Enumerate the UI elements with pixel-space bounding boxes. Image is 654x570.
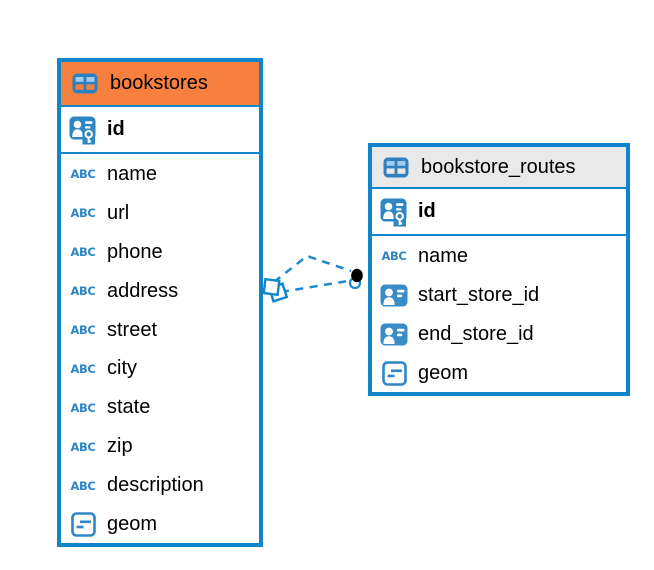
table-bookstore-routes[interactable]: bookstore_routes id ABC name bbox=[368, 143, 630, 396]
primary-key-icon bbox=[67, 115, 99, 145]
text-icon: ABC bbox=[70, 478, 96, 493]
table-header[interactable]: bookstore_routes bbox=[372, 147, 626, 189]
table-icon bbox=[69, 73, 101, 94]
column-row[interactable]: ABC url bbox=[61, 194, 259, 233]
column-name: address bbox=[107, 279, 179, 302]
text-icon: ABC bbox=[70, 167, 96, 182]
relationship-many-marker[interactable] bbox=[262, 277, 289, 303]
column-list: ABC name ABC url ABC phone ABC address A… bbox=[61, 154, 259, 544]
column-row[interactable]: ABC address bbox=[61, 272, 259, 311]
table-title: bookstores bbox=[110, 72, 208, 94]
column-row[interactable]: ABC street bbox=[61, 311, 259, 350]
column-name: geom bbox=[107, 512, 158, 535]
column-name: end_store_id bbox=[418, 322, 534, 345]
column-name: start_store_id bbox=[418, 283, 540, 306]
column-row[interactable]: start_store_id bbox=[372, 276, 626, 315]
table-header[interactable]: bookstores bbox=[61, 62, 259, 107]
text-icon: ABC bbox=[70, 361, 96, 376]
column-row[interactable]: ABC city bbox=[61, 349, 259, 388]
column-name: street bbox=[107, 318, 158, 341]
table-bookstores[interactable]: bookstores id ABC name ABC url bbox=[57, 58, 263, 547]
text-icon: ABC bbox=[70, 245, 96, 260]
column-name: description bbox=[107, 474, 204, 497]
text-icon: ABC bbox=[70, 439, 96, 454]
text-icon: ABC bbox=[70, 284, 96, 299]
column-row[interactable]: id bbox=[61, 107, 259, 154]
table-title: bookstore_routes bbox=[421, 155, 576, 178]
relationship-line[interactable] bbox=[280, 279, 349, 294]
text-icon: ABC bbox=[70, 206, 96, 221]
column-row[interactable]: geom bbox=[61, 505, 259, 544]
column-name: name bbox=[418, 244, 469, 267]
geometry-icon bbox=[378, 360, 410, 386]
column-row[interactable]: ABC name bbox=[372, 237, 626, 276]
text-icon: ABC bbox=[70, 400, 96, 415]
table-icon bbox=[380, 157, 412, 178]
column-list: ABC name start_store_id bbox=[372, 236, 626, 393]
column-row[interactable]: id bbox=[372, 189, 626, 236]
column-row[interactable]: ABC phone bbox=[61, 233, 259, 272]
column-name: zip bbox=[107, 435, 133, 458]
column-row[interactable]: ABC state bbox=[61, 388, 259, 427]
column-name: url bbox=[107, 201, 130, 224]
reference-icon bbox=[378, 284, 410, 307]
column-row[interactable]: ABC zip bbox=[61, 427, 259, 466]
geometry-icon bbox=[67, 512, 99, 537]
column-row[interactable]: ABC name bbox=[61, 155, 259, 194]
column-name: state bbox=[107, 396, 151, 419]
text-icon: ABC bbox=[70, 323, 96, 337]
column-name: geom bbox=[418, 361, 469, 384]
column-name: name bbox=[107, 162, 158, 185]
primary-key-icon bbox=[378, 197, 410, 227]
relationship-line[interactable] bbox=[273, 254, 352, 283]
reference-icon bbox=[378, 323, 410, 346]
column-name: id bbox=[418, 200, 436, 222]
text-icon: ABC bbox=[381, 249, 407, 264]
relationship-dot-marker[interactable] bbox=[348, 268, 363, 290]
column-row[interactable]: end_store_id bbox=[372, 315, 626, 354]
column-row[interactable]: geom bbox=[372, 354, 626, 393]
column-name: city bbox=[107, 357, 137, 380]
column-name: id bbox=[107, 118, 125, 140]
column-row[interactable]: ABC description bbox=[61, 466, 259, 505]
column-name: phone bbox=[107, 240, 163, 263]
